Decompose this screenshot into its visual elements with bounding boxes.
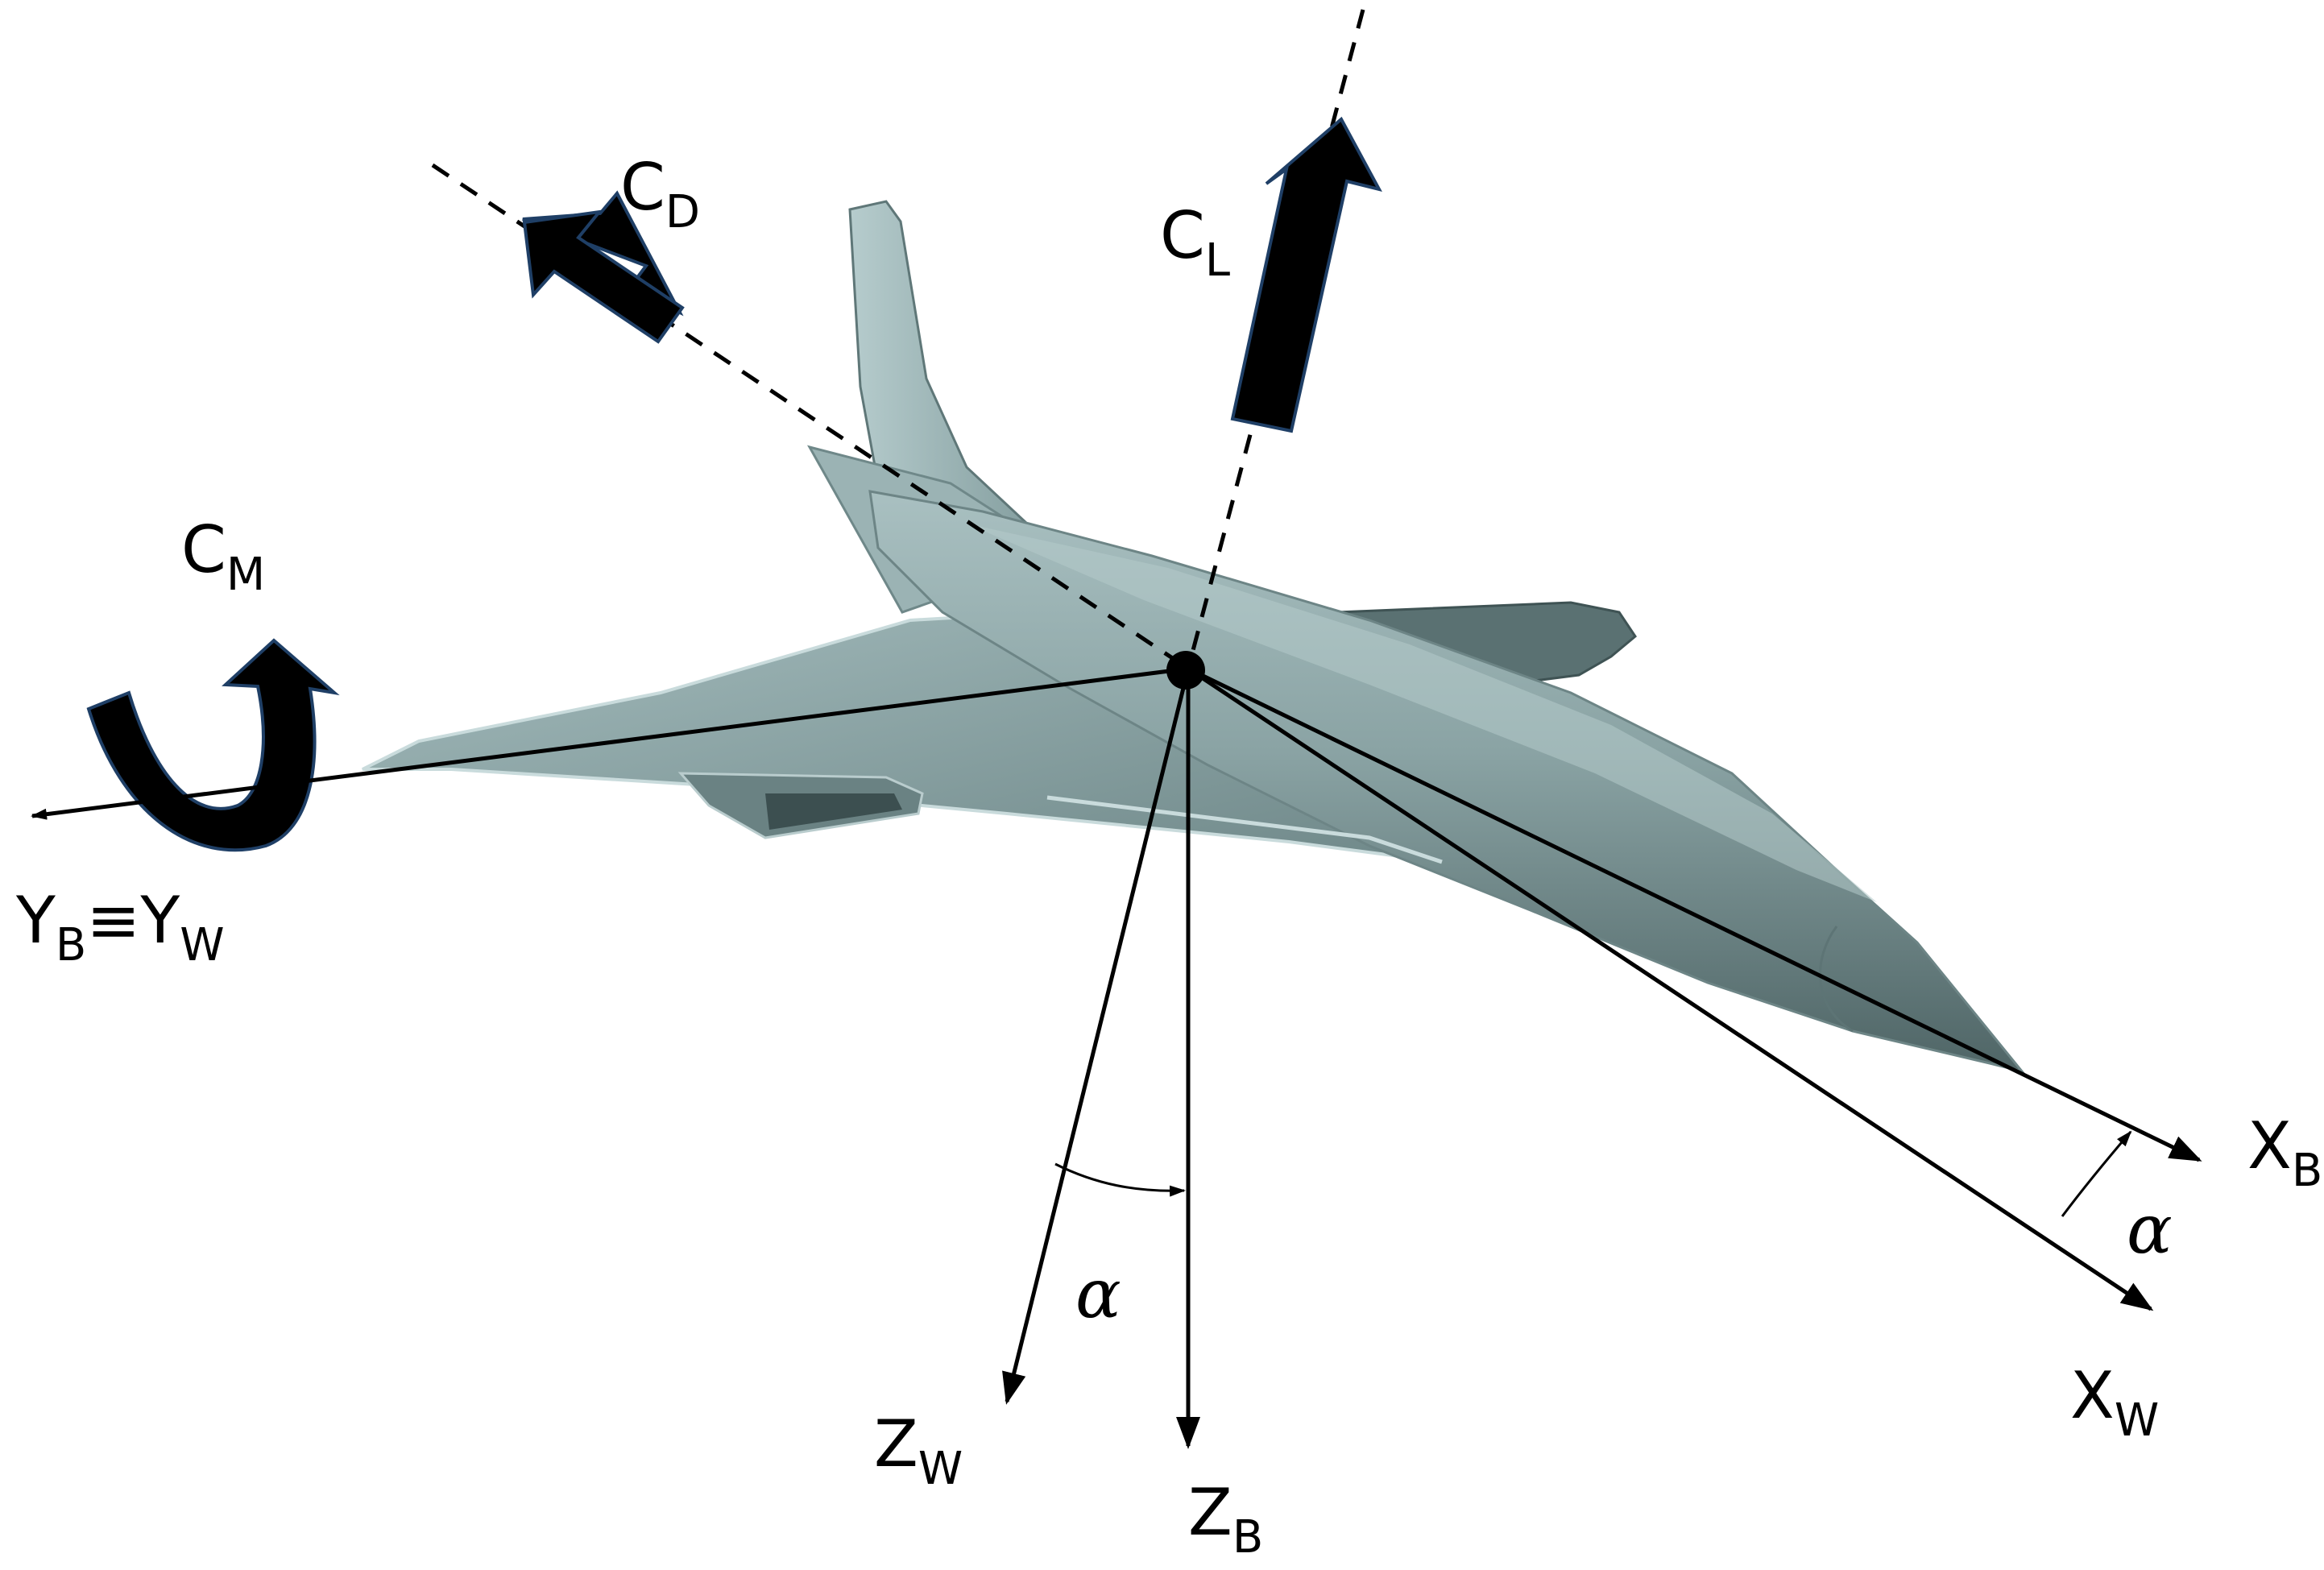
zb-label: ZB — [1188, 1475, 1263, 1564]
xb-axis-line — [1187, 666, 2202, 1162]
alpha-arc-horizontal — [2061, 1130, 2132, 1217]
cm-label: CM — [181, 512, 265, 601]
zw-label: ZW — [874, 1406, 963, 1495]
aircraft-model — [362, 200, 2026, 1074]
xw-axis-line — [1187, 666, 2154, 1311]
alpha-horizontal-label: α — [2127, 1190, 2173, 1269]
cd-label: CD — [620, 150, 700, 238]
alpha-vertical-label: α — [1075, 1254, 1121, 1333]
center-of-gravity-point — [1166, 651, 1205, 690]
y-axis-label: YB≡YW — [15, 883, 225, 971]
drag-force-arrow-shaft — [522, 209, 685, 344]
xb-label: XB — [2247, 1108, 2322, 1197]
zw-axis-line — [1002, 668, 1191, 1405]
xw-label: XW — [2070, 1358, 2159, 1447]
axis-lines — [31, 666, 2202, 1449]
cl-label: CL — [1160, 198, 1230, 287]
lift-force-arrow — [1230, 116, 1382, 433]
y-axis-line — [31, 666, 1189, 820]
aircraft-vertical-fin — [848, 200, 1029, 525]
pitching-moment-curved-arrow — [86, 638, 340, 852]
alpha-arc-vertical — [1054, 1162, 1186, 1197]
